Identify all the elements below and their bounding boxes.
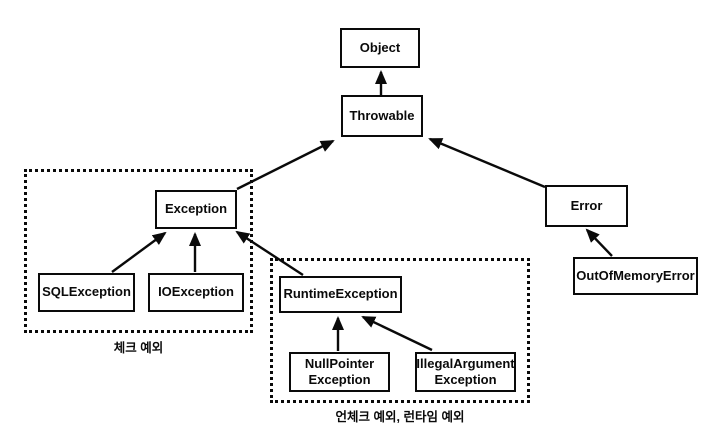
- node-outofmemoryerror-label: OutOfMemoryError: [576, 267, 695, 283]
- arrow-illegalargument-to-runtimeexception: [361, 315, 433, 352]
- node-error: Error: [545, 185, 628, 227]
- node-sqlexception: SQLException: [38, 273, 135, 312]
- node-sqlexception-label: SQLException: [42, 284, 131, 300]
- node-nullpointerexception-label-line1: NullPointer: [304, 355, 375, 371]
- node-throwable-label: Throwable: [349, 107, 415, 123]
- node-object: Object: [340, 28, 420, 68]
- node-nullpointerexception-label-line2: Exception: [308, 372, 371, 387]
- node-throwable: Throwable: [341, 95, 423, 137]
- arrow-error-to-throwable: [428, 137, 546, 189]
- arrow-runtimeexception-to-exception: [235, 230, 304, 277]
- checked-exceptions-group-label: 체크 예외: [113, 341, 164, 355]
- arrow-exception-to-throwable: [236, 139, 335, 191]
- node-illegalargumentexception-label-line2: Exception: [434, 372, 497, 387]
- node-illegalargumentexception-label-line1: IllegalArgument: [416, 355, 515, 371]
- node-runtimeexception: RuntimeException: [279, 276, 402, 313]
- node-illegalargumentexception: IllegalArgument Exception: [415, 352, 516, 392]
- node-outofmemoryerror: OutOfMemoryError: [573, 257, 698, 295]
- node-exception: Exception: [155, 190, 237, 229]
- arrow-outofmemoryerror-to-error: [585, 228, 613, 257]
- node-runtimeexception-label: RuntimeException: [283, 286, 398, 302]
- checked-exceptions-group-box: [24, 169, 253, 333]
- node-ioexception: IOException: [148, 273, 244, 312]
- unchecked-exceptions-group-label: 언체크 예외, 런타임 예외: [335, 410, 465, 424]
- node-error-label: Error: [570, 197, 603, 213]
- arrow-sqlexception-to-exception: [111, 231, 167, 273]
- unchecked-exceptions-group-box: [270, 258, 530, 403]
- node-nullpointerexception: NullPointer Exception: [289, 352, 390, 392]
- node-object-label: Object: [359, 39, 401, 55]
- node-ioexception-label: IOException: [158, 284, 234, 300]
- node-exception-label: Exception: [164, 201, 228, 217]
